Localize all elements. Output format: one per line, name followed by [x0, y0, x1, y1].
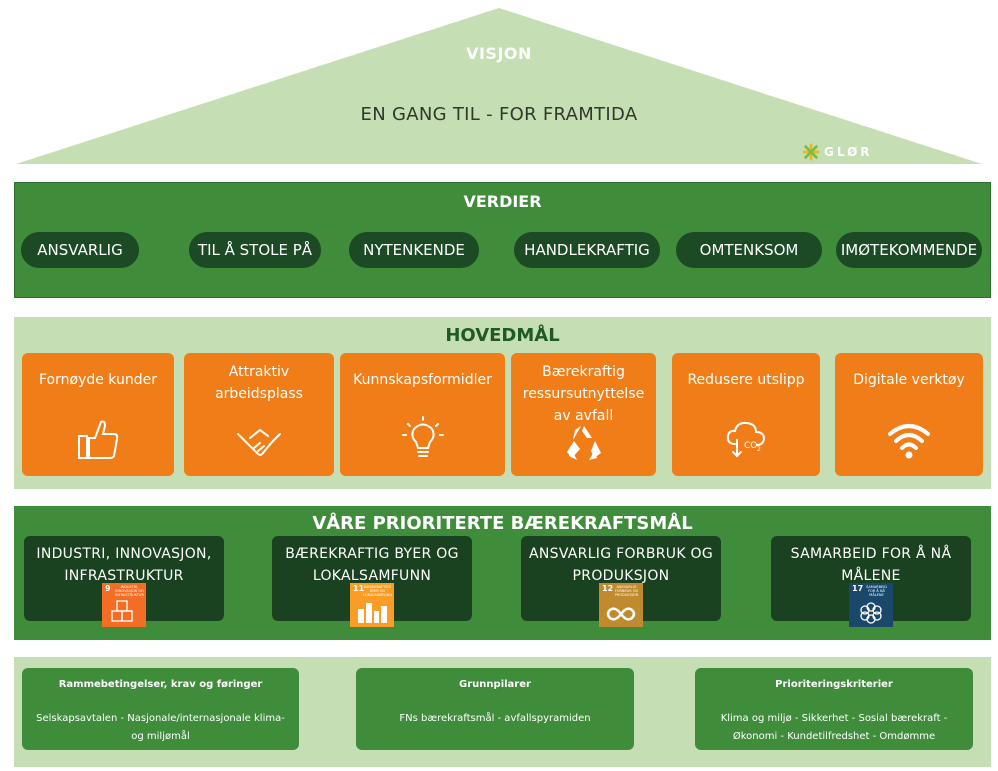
sdg-goal-11: BÆREKRAFTIG BYER OG LOKALSAMFUNN 11 BÆRE… [272, 536, 472, 627]
sdg-goal-17: SAMARBEID FOR Å NÅ MÅLENE 17 SAMARBEID F… [771, 536, 971, 627]
sdg-badge-text: BÆREKRAFTIGE BYER OG LOKALSAMFUNN [363, 585, 392, 597]
foundation-rammebetingelser: Rammebetingelser, krav og føringer Selsk… [22, 668, 299, 750]
infinity-icon [606, 607, 636, 621]
goal-fornoyde-kunder: Fornøyde kunder [22, 353, 174, 476]
value-handlekraftig: HANDLEKRAFTIG [514, 232, 660, 268]
foundation-text: Selskapsavtalen - Nasjonale/internasjona… [36, 713, 285, 742]
foundation-grunnpilarer: Grunnpilarer FNs bærekraftsmål - avfalls… [356, 668, 634, 750]
sdg-number: 17 [852, 584, 864, 593]
sdg-badge-text: INDUSTRI, INNOVASJON OG INFRASTRUKTUR [115, 585, 144, 597]
glor-logo: GLØR [802, 142, 873, 162]
cubes-icon [111, 600, 133, 622]
sdg-label: SAMARBEID FOR Å NÅ MÅLENE [790, 546, 952, 584]
foundation-text: FNs bærekraftsmål - avfallspyramiden [399, 713, 591, 724]
sdg-number: 12 [602, 584, 614, 593]
city-icon [358, 603, 387, 623]
sdg-9-badge: 9 INDUSTRI, INNOVASJON OG INFRASTRUKTUR [102, 583, 146, 627]
goal-label: Bærekraftig ressursutnyttelse av avfall [522, 364, 645, 424]
co2-cloud-icon: CO 2 [726, 421, 766, 458]
values-section: VERDIER ANSVARLIG TIL Å STOLE PÅ NYTENKE… [14, 182, 991, 298]
sdg-17-badge: 17 SAMARBEID FOR Å NÅ MÅLENE [849, 583, 893, 627]
vision-title: VISJON [466, 44, 532, 63]
goal-baerekraftig-ressursutnyttelse: Bærekraftig ressursutnyttelse av avfall [511, 353, 656, 476]
sdg-title: VÅRE PRIORITERTE BÆREKRAFTSMÅL [312, 513, 693, 534]
handshake-icon [237, 428, 281, 456]
foundation-text: Klima og miljø - Sikkerhet - Sosial bære… [720, 713, 948, 742]
values-title: VERDIER [463, 192, 542, 211]
main-goals-section: HOVEDMÅL Fornøyde kunder Attraktiv arbei… [14, 317, 991, 489]
svg-text:CO: CO [744, 441, 757, 451]
value-imotekommende: IMØTEKOMMENDE [836, 232, 982, 268]
value-omtenksom: OMTENKSOM [676, 232, 822, 268]
sdg-badge-text: SAMARBEID FOR Å NÅ MÅLENE [866, 585, 887, 597]
thumbs-up-icon [78, 420, 119, 459]
foundation-section: Rammebetingelser, krav og føringer Selsk… [14, 657, 991, 767]
value-ansvarlig: ANSVARLIG [21, 232, 139, 268]
sdg-label: ANSVARLIG FORBRUK OG PRODUKSJON [528, 546, 714, 584]
glor-logo-icon [802, 143, 820, 161]
foundation-title: Prioriteringskriterier [775, 679, 893, 690]
goal-redusere-utslipp: Redusere utslipp CO 2 [672, 353, 820, 476]
sdg-number: 11 [353, 584, 365, 593]
goal-digitale-verktoy: Digitale verktøy [835, 353, 983, 476]
vision-roof: VISJON EN GANG TIL - FOR FRAMTIDA GLØR [0, 0, 998, 170]
sdg-number: 9 [105, 584, 111, 593]
sdg-label: BÆREKRAFTIG BYER OG LOKALSAMFUNN [285, 546, 459, 584]
main-goals-title: HOVEDMÅL [445, 325, 560, 346]
sdg-badge-text: ANSVARLIG FORBRUK OG PRODUKSJON [614, 585, 639, 597]
wifi-icon [888, 424, 930, 459]
sdg-11-badge: 11 BÆREKRAFTIGE BYER OG LOKALSAMFUNN [350, 583, 394, 627]
foundation-title: Rammebetingelser, krav og føringer [58, 679, 263, 690]
sdg-label: INDUSTRI, INNOVASJON, INFRASTRUKTUR [36, 546, 212, 584]
foundation-title: Grunnpilarer [459, 679, 531, 690]
sdg-goal-9: INDUSTRI, INNOVASJON, INFRASTRUKTUR 9 IN… [24, 536, 224, 627]
goal-label: Kunnskapsformidler [353, 372, 492, 388]
foundation-prioriteringskriterier: Prioriteringskriterier Klima og miljø - … [695, 668, 973, 750]
logo-text: GLØR [824, 145, 873, 159]
goal-label: Digitale verktøy [853, 372, 965, 388]
sdg-12-badge: 12 ANSVARLIG FORBRUK OG PRODUKSJON [599, 583, 643, 627]
sdg-goal-12: ANSVARLIG FORBRUK OG PRODUKSJON 12 ANSVA… [521, 536, 721, 627]
value-nytenkende: NYTENKENDE [349, 232, 479, 268]
lightbulb-icon [401, 416, 444, 457]
goal-label: Redusere utslipp [687, 372, 805, 388]
svg-text:2: 2 [757, 446, 761, 453]
vision-text: EN GANG TIL - FOR FRAMTIDA [360, 104, 638, 125]
goal-label: Fornøyde kunder [39, 372, 157, 388]
sdg-section: VÅRE PRIORITERTE BÆREKRAFTSMÅL INDUSTRI,… [14, 506, 991, 640]
goal-attraktiv-arbeidsplass: Attraktiv arbeidsplass [184, 353, 334, 476]
roof-shape [16, 8, 982, 164]
goal-label: Attraktiv arbeidsplass [215, 364, 303, 402]
value-til-a-stole-pa: TIL Å STOLE PÅ [189, 232, 321, 268]
goal-kunnskapsformidler: Kunnskapsformidler [340, 353, 505, 476]
flower-icon [860, 602, 882, 624]
recycle-icon [566, 426, 601, 460]
